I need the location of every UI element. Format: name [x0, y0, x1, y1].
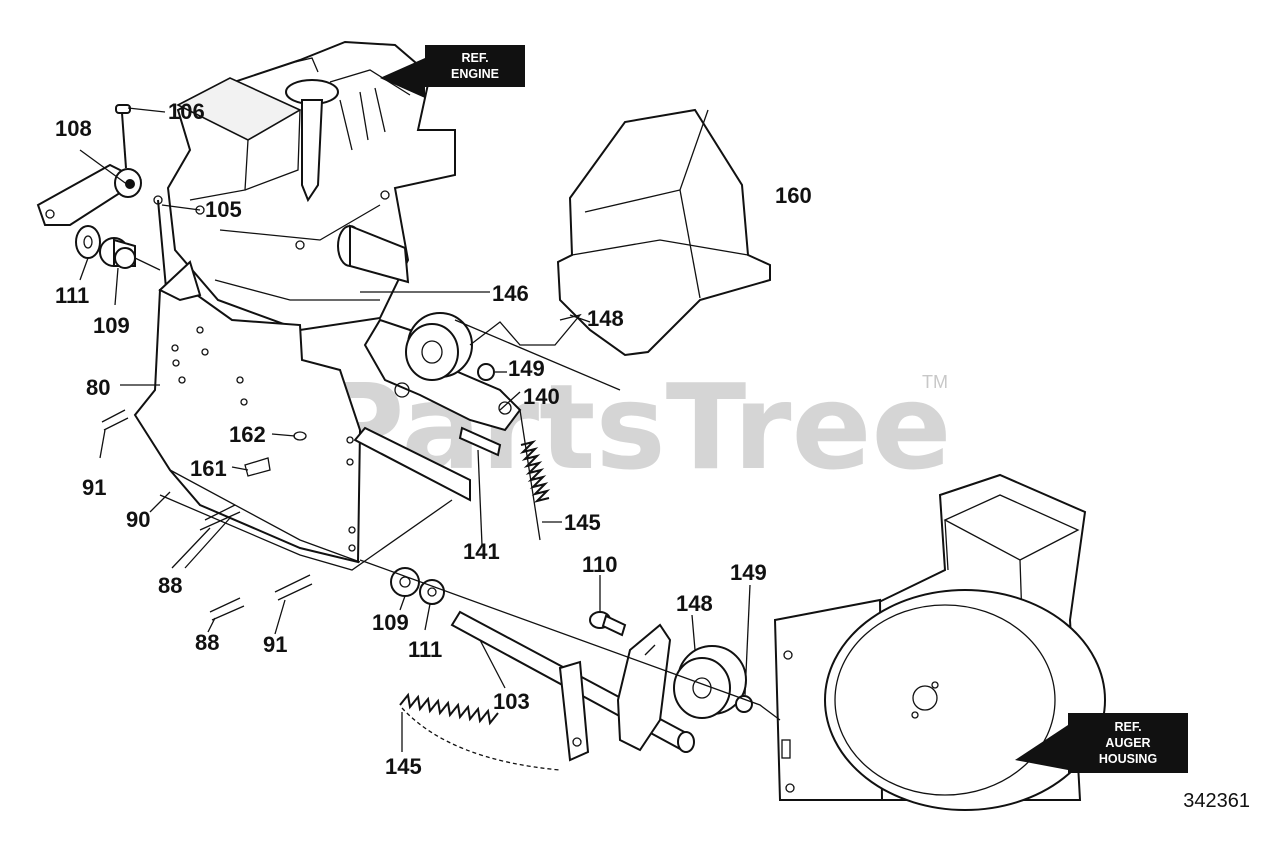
ref-engine-box: REF. ENGINE — [380, 45, 525, 98]
callout-88-upper: 88 — [158, 573, 182, 598]
small-hardware — [101, 409, 313, 621]
callout-149-top: 149 — [508, 356, 545, 381]
ref-auger-line3: HOUSING — [1099, 752, 1157, 766]
callout-106: 106 — [168, 99, 205, 124]
cotter-pin-105 — [157, 199, 167, 289]
callout-141: 141 — [463, 539, 500, 564]
callout-80: 80 — [86, 375, 110, 400]
callout-160: 160 — [775, 183, 812, 208]
callout-146: 146 — [492, 281, 529, 306]
callout-109-bottom: 109 — [372, 610, 409, 635]
shaft-103-drawing — [450, 610, 695, 762]
callout-162: 162 — [229, 422, 266, 447]
frame-plate-drawing — [133, 260, 471, 571]
callout-140: 140 — [523, 384, 560, 409]
callout-110: 110 — [582, 552, 618, 577]
callout-108: 108 — [55, 116, 92, 141]
trademark: TM — [922, 372, 948, 392]
ref-engine-line2: ENGINE — [451, 67, 499, 81]
ref-auger-line1: REF. — [1114, 720, 1141, 734]
engine-drawing — [166, 40, 456, 332]
callouts: 106 108 105 111 109 160 146 148 149 80 1… — [55, 99, 812, 779]
ref-auger-box: REF. AUGER HOUSING — [1015, 713, 1188, 773]
callout-145-bottom: 145 — [385, 754, 422, 779]
belt-cover-drawing — [556, 108, 771, 357]
callout-103: 103 — [493, 689, 530, 714]
callout-88-lower: 88 — [195, 630, 219, 655]
callout-145-top: 145 — [564, 510, 601, 535]
callout-91-left: 91 — [82, 475, 106, 500]
callout-111-bottom: 111 — [408, 637, 442, 662]
callout-148-top: 148 — [587, 306, 624, 331]
idler-bracket-drawing — [363, 312, 522, 457]
ref-auger-line2: AUGER — [1105, 736, 1150, 750]
callout-105: 105 — [205, 197, 242, 222]
bolt-110 — [589, 611, 627, 637]
callout-90: 90 — [126, 507, 150, 532]
washers-top-left — [75, 225, 161, 271]
pulley-148-bottom — [673, 645, 753, 719]
callout-161: 161 — [190, 456, 227, 481]
ref-engine-line1: REF. — [461, 51, 488, 65]
callout-109-top: 109 — [93, 313, 130, 338]
drawing-number: 342361 — [1183, 790, 1250, 812]
callout-148-bottom: 148 — [676, 591, 713, 616]
washers-bottom — [390, 567, 445, 605]
callout-111-top: 111 — [55, 283, 89, 308]
spring-145-top — [519, 409, 551, 541]
leader-lines — [79, 107, 781, 752]
callout-91-right: 91 — [263, 632, 287, 657]
linkage-108-drawing — [36, 104, 143, 226]
spring-145-bottom — [399, 692, 561, 771]
callout-149-bottom: 149 — [730, 560, 767, 585]
